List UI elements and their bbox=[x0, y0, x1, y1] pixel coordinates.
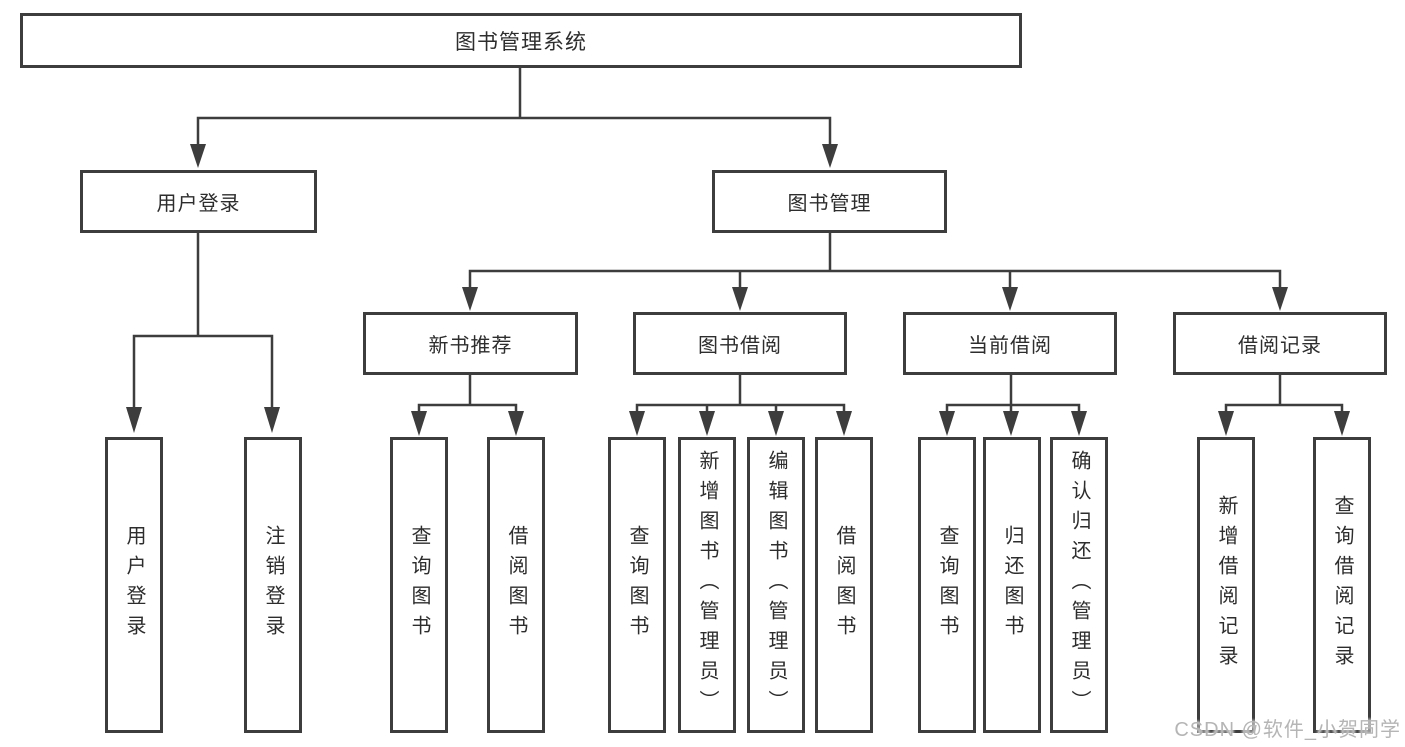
connector-root-to-level1 bbox=[190, 68, 838, 168]
node-library-management-system: 图书管理系统 bbox=[20, 13, 1022, 68]
node-borrowing-records: 借阅记录 bbox=[1173, 312, 1387, 375]
leaf-add-borrow-record: 新增借阅记录 bbox=[1197, 437, 1255, 733]
leaf-return-books: 归还图书 bbox=[983, 437, 1041, 733]
leaf-label: 查询借阅记录 bbox=[1331, 495, 1353, 675]
leaf-borrow-books: 借阅图书 bbox=[815, 437, 873, 733]
leaf-edit-book-admin: 编辑图书（管理员） bbox=[747, 437, 805, 733]
leaf-label: 查询图书 bbox=[936, 525, 958, 645]
connector-book-borrowing bbox=[629, 375, 852, 436]
leaf-label: 新增图书（管理员） bbox=[696, 450, 718, 720]
leaf-query-books-current: 查询图书 bbox=[918, 437, 976, 733]
leaf-label: 查询图书 bbox=[626, 525, 648, 645]
leaf-label: 确认归还（管理员） bbox=[1068, 450, 1090, 720]
connector-new-book-recommendation bbox=[411, 375, 524, 436]
leaf-label: 借阅图书 bbox=[505, 525, 527, 645]
leaf-label: 用户登录 bbox=[123, 525, 145, 645]
leaf-query-borrow-record: 查询借阅记录 bbox=[1313, 437, 1371, 733]
connector-book-management-branch bbox=[462, 233, 1288, 311]
leaf-confirm-return-admin: 确认归还（管理员） bbox=[1050, 437, 1108, 733]
leaf-label: 借阅图书 bbox=[833, 525, 855, 645]
csdn-watermark: CSDN @软件_小贺同学 bbox=[1174, 719, 1401, 741]
connector-current-borrowing bbox=[939, 375, 1087, 436]
leaf-label: 归还图书 bbox=[1001, 525, 1023, 645]
leaf-label: 查询图书 bbox=[408, 525, 430, 645]
connector-borrowing-records bbox=[1218, 375, 1350, 436]
leaf-add-book-admin: 新增图书（管理员） bbox=[678, 437, 736, 733]
leaf-label: 编辑图书（管理员） bbox=[765, 450, 787, 720]
leaf-logout-login: 注销登录 bbox=[244, 437, 302, 733]
node-user-login-branch: 用户登录 bbox=[80, 170, 317, 233]
connector-user-login-branch bbox=[126, 233, 280, 433]
leaf-label: 注销登录 bbox=[262, 525, 284, 645]
node-new-book-recommendation: 新书推荐 bbox=[363, 312, 578, 375]
node-book-borrowing: 图书借阅 bbox=[633, 312, 847, 375]
leaf-borrow-books-recommend: 借阅图书 bbox=[487, 437, 545, 733]
leaf-user-login: 用户登录 bbox=[105, 437, 163, 733]
leaf-label: 新增借阅记录 bbox=[1215, 495, 1237, 675]
node-book-management: 图书管理 bbox=[712, 170, 947, 233]
node-current-borrowing: 当前借阅 bbox=[903, 312, 1117, 375]
leaf-query-books-borrowing: 查询图书 bbox=[608, 437, 666, 733]
leaf-query-books-recommend: 查询图书 bbox=[390, 437, 448, 733]
